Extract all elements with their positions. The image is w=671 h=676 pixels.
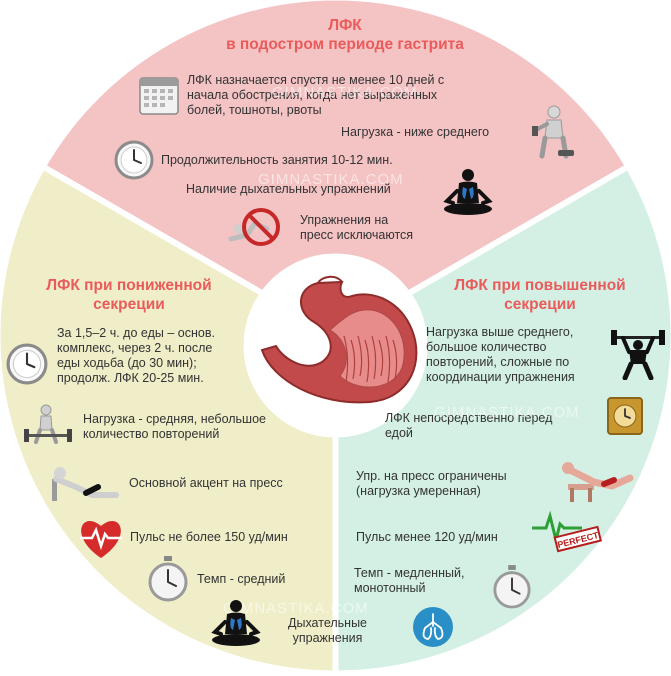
clock-icon [607,397,643,435]
text-line: Темп - медленный, [354,566,465,580]
barbell-figure-icon [24,404,72,444]
heart-pulse-icon [80,521,122,558]
left-item-3-text: Основной акцент на пресс [129,476,283,491]
top-item-5-text: Упражнения на пресс исключаются [300,213,413,243]
top-title-line1: ЛФК [328,17,362,34]
top-item-2-text: Нагрузка - ниже среднего [341,125,489,140]
text-line: Темп - средний [197,572,286,586]
right-item-4-text: Пульс менее 120 уд/мин [356,530,498,545]
clock-icon [6,343,48,385]
watermark: GIMNASTIKA.COM [434,404,580,421]
situps-icon [52,467,119,501]
right-title: ЛФК при повышенной секреции [416,276,664,314]
text-line: комплекс, через 2 ч. после [57,341,213,355]
left-title-line2: секреции [93,296,165,313]
clock-icon [114,140,154,180]
right-item-3-text: Упр. на пресс ограничены (нагрузка умере… [356,469,507,499]
top-item-1-text: ЛФК назначается спустя не менее 10 дней … [187,73,444,118]
text-line: За 1,5–2 ч. до еды – основ. [57,326,215,340]
right-title-line1: ЛФК при повышенной [454,277,626,294]
watermark: GIMNASTIKA.COM [223,600,369,617]
lungs-icon [413,607,453,647]
text-line: ЛФК непосредственно перед [385,411,553,425]
text-line: координации упражнения [426,370,575,384]
left-item-4-text: Пульс не более 150 уд/мин [130,530,288,545]
text-line: начала обострения, когда нет выраженных [187,88,438,102]
text-line: едой [385,426,413,440]
left-title-line1: ЛФК при пониженной [46,277,212,294]
text-line: еды ходьба (до 30 мин); [57,356,197,370]
no-situps-icon [228,208,280,246]
left-title: ЛФК при пониженной секреции [8,276,250,314]
text-line: большое количество [426,340,547,354]
top-title: ЛФК в подостром периоде гастрита [185,16,505,54]
left-item-2-text: Нагрузка - средняя, небольшое количество… [83,412,266,442]
text-line: Нагрузка - ниже среднего [341,125,490,139]
text-line: Нагрузка выше среднего, [426,325,574,339]
text-line: ЛФК назначается спустя не менее 10 дней … [187,73,445,87]
stomach-illustration [260,275,418,404]
left-item-5-text: Темп - средний [197,572,285,587]
left-sector [0,168,336,671]
text-line: Упр. на пресс ограничены [356,469,507,483]
text-line: количество повторений [83,427,220,441]
text-line: (нагрузка умеренная) [356,484,481,498]
top-item-3-text: Продолжительность занятия 10-12 мин. [161,153,393,168]
top-item-4-text: Наличие дыхательных упражнений [186,182,391,197]
right-item-5-text: Темп - медленный, монотонный [354,566,464,596]
situps-icon [562,462,634,502]
text-line: Продолжительность занятия 10-12 мин. [161,153,393,167]
meditation-lungs-icon [443,169,493,215]
text-line: продолж. ЛФК 20-25 мин. [57,371,204,385]
watermark: GIMNASTIKA.COM [272,84,418,101]
meditation-lungs-icon [211,600,261,646]
text-line: повторений, сложные по [426,355,570,369]
text-line: Пульс менее 120 уд/мин [356,530,498,544]
dumbbell-figure-icon [532,105,574,159]
text-line: Дыхательные [288,616,368,630]
text-line: монотонный [354,581,426,595]
watermark: GIMNASTIKA.COM [258,171,404,188]
left-item-6-text: Дыхательные упражнения [288,616,367,646]
text-line: упражнения [292,631,363,645]
text-line: Упражнения на [300,213,389,227]
right-title-line2: секреции [504,296,576,313]
pulse-perfect-icon: PERFECT [532,510,603,553]
text-line: болей, тошноты, рвоты [187,103,322,117]
top-title-line2: в подостром периоде гастрита [226,36,464,53]
text-line: Основной акцент на пресс [129,476,283,490]
calendar-icon [139,77,179,115]
right-item-2-text: ЛФК непосредственно перед едой [385,411,552,441]
stopwatch-icon [148,556,188,602]
text-line: Наличие дыхательных упражнений [186,182,391,196]
weightlifter-icon [611,330,665,380]
text-line: Нагрузка - средняя, небольшое [83,412,266,426]
text-line: пресс исключаются [300,228,414,242]
stopwatch-icon [493,565,531,609]
left-item-1-text: За 1,5–2 ч. до еды – основ. комплекс, че… [57,326,215,386]
text-line: Пульс не более 150 уд/мин [130,530,288,544]
right-item-1-text: Нагрузка выше среднего, большое количест… [426,325,575,385]
